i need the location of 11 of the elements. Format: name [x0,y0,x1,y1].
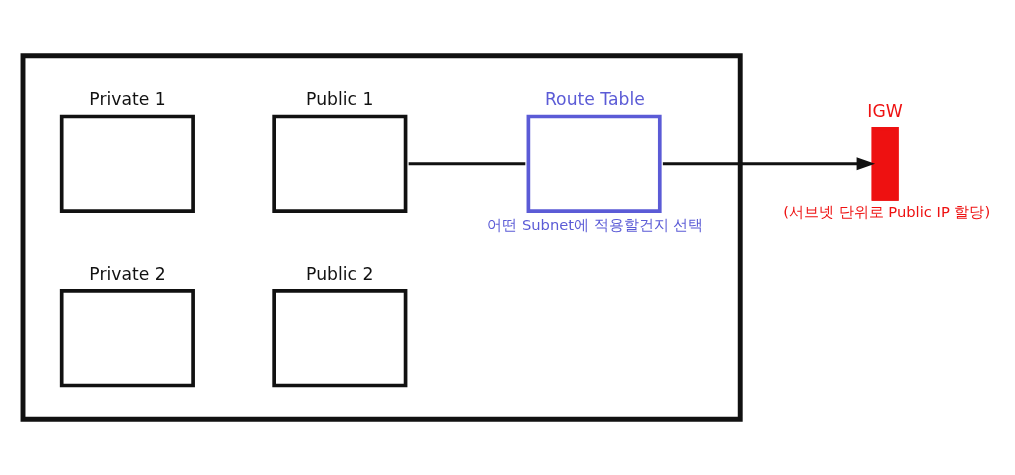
node-label: Private 2 [89,263,166,284]
node-label: 어떤 Subnet에 적용할건지 선택 [487,215,704,233]
node-label: IGW [867,101,903,122]
node-label: Private 1 [89,89,166,110]
connector [408,162,526,166]
node-label: Public 1 [306,89,374,110]
node-label: (서브넷 단위로 Public IP 할당) [783,203,991,221]
arrow [662,157,876,171]
node-label: Public 2 [306,263,374,284]
node-label: Route Table [544,89,645,110]
cluster [20,53,743,422]
